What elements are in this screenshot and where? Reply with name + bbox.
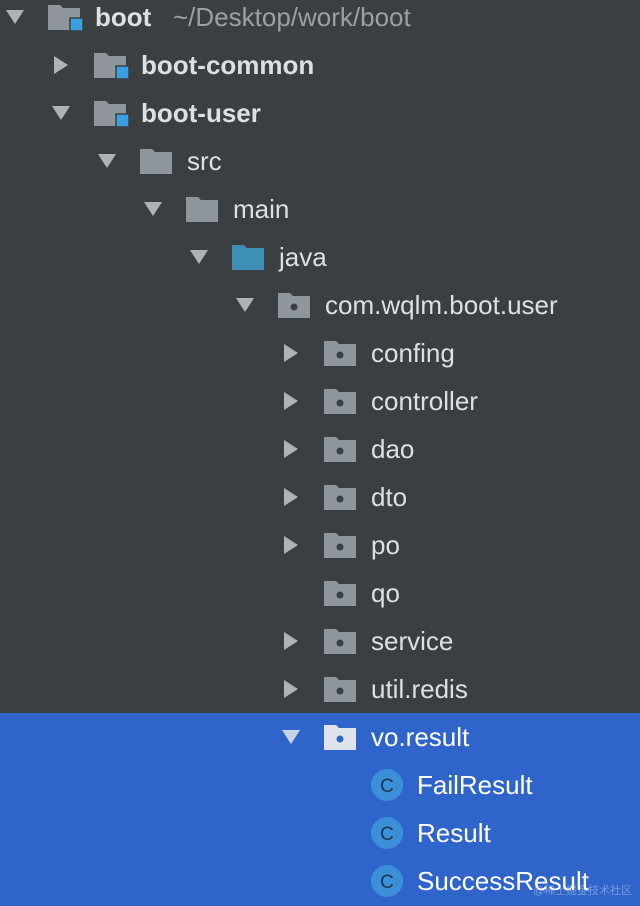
tree-row-qo[interactable]: qo (0, 569, 640, 617)
tree-row-controller[interactable]: controller (0, 377, 640, 425)
tree-item-label: service (371, 626, 454, 656)
module-folder-icon (48, 2, 84, 32)
module-folder-icon (94, 50, 130, 80)
tree-item-label: com.wqlm.boot.user (325, 290, 558, 320)
tree-item-label: dto (371, 482, 408, 512)
tree-row-confing[interactable]: confing (0, 329, 640, 377)
chevron-right-icon[interactable] (50, 55, 72, 75)
tree-item-label: controller (371, 386, 478, 416)
chevron-right-icon[interactable] (280, 679, 302, 699)
tree-row-fail-result[interactable]: C FailResult (0, 761, 640, 809)
chevron-right-icon[interactable] (280, 439, 302, 459)
tree-row-boot-user[interactable]: boot-user (0, 89, 640, 137)
tree-row-package-root[interactable]: com.wqlm.boot.user (0, 281, 640, 329)
chevron-right-icon[interactable] (280, 535, 302, 555)
tree-item-label: main (233, 194, 290, 224)
tree-row-main[interactable]: main (0, 185, 640, 233)
tree-row-boot-common[interactable]: boot-common (0, 41, 640, 89)
tree-item-label: util.redis (371, 674, 468, 704)
package-icon (324, 338, 360, 368)
folder-icon (186, 194, 222, 224)
module-folder-icon (94, 98, 130, 128)
tree-row-dto[interactable]: dto (0, 473, 640, 521)
tree-row-src[interactable]: src (0, 137, 640, 185)
tree-item-label: FailResult (417, 770, 533, 800)
tree-item-label: dao (371, 434, 415, 464)
package-icon (324, 434, 360, 464)
package-icon (324, 482, 360, 512)
chevron-down-icon[interactable] (142, 199, 164, 219)
chevron-right-icon[interactable] (280, 487, 302, 507)
tree-item-label: po (371, 530, 400, 560)
chevron-down-icon[interactable] (4, 7, 26, 27)
tree-item-label: boot-common (141, 50, 315, 80)
class-icon: C (370, 864, 404, 898)
class-icon: C (370, 816, 404, 850)
tree-row-vo-result[interactable]: vo.result (0, 713, 640, 761)
chevron-down-icon[interactable] (234, 295, 256, 315)
package-icon (324, 530, 360, 560)
package-icon (324, 674, 360, 704)
watermark: @稀土掘金技术社区 (532, 885, 632, 897)
tree-item-label: Result (417, 818, 491, 848)
tree-row-dao[interactable]: dao (0, 425, 640, 473)
root-module-label: boot (95, 2, 152, 32)
tree-row-java[interactable]: java (0, 233, 640, 281)
tree-row-result[interactable]: C Result (0, 809, 640, 857)
source-folder-icon (232, 242, 268, 272)
tree-row-service[interactable]: service (0, 617, 640, 665)
class-icon: C (370, 768, 404, 802)
tree-item-label: confing (371, 338, 455, 368)
chevron-down-icon[interactable] (50, 103, 72, 123)
package-icon (324, 386, 360, 416)
chevron-down-icon[interactable] (96, 151, 118, 171)
tree-item-label: src (187, 146, 222, 176)
chevron-right-icon[interactable] (280, 391, 302, 411)
tree-item-label: boot-user (141, 98, 261, 128)
chevron-right-icon[interactable] (280, 631, 302, 651)
folder-icon (140, 146, 176, 176)
tree-item-label: qo (371, 578, 400, 608)
chevron-down-icon[interactable] (280, 727, 302, 747)
tree-item-label: vo.result (371, 722, 470, 752)
tree-item-label: java (279, 242, 327, 272)
class-glyph: C (380, 872, 394, 893)
root-module-path: ~/Desktop/work/boot (173, 2, 411, 32)
tree-row-util-redis[interactable]: util.redis (0, 665, 640, 713)
tree-row-po[interactable]: po (0, 521, 640, 569)
package-icon (324, 578, 360, 608)
tree-row-boot[interactable]: boot ~/Desktop/work/boot (0, 0, 640, 41)
package-icon (324, 626, 360, 656)
tree-row-success-result[interactable]: C SuccessResult (0, 857, 640, 906)
chevron-down-icon[interactable] (188, 247, 210, 267)
tree-item-label: SuccessResult (417, 866, 589, 896)
package-icon (324, 722, 360, 752)
class-glyph: C (380, 776, 394, 797)
chevron-right-icon[interactable] (280, 343, 302, 363)
package-icon (278, 290, 314, 320)
class-glyph: C (380, 824, 394, 845)
